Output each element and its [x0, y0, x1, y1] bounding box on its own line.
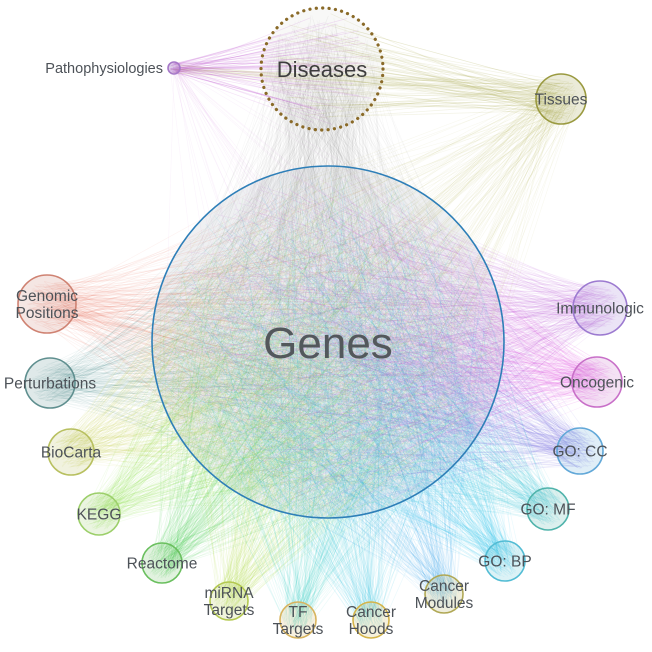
node-perturbations[interactable] [24, 357, 76, 409]
node-go_mf[interactable] [526, 487, 570, 531]
edge-bundle-go_cc-genes [169, 184, 598, 513]
label-go_bp: GO: BP [478, 554, 531, 571]
node-reactome[interactable] [141, 542, 183, 584]
label-pathophysiologies: Pathophysiologies [45, 61, 163, 77]
label-reactome: Reactome [127, 556, 198, 573]
edge-bundle-diseases-genes [158, 15, 497, 509]
label-kegg: KEGG [77, 507, 122, 524]
node-pathophysiologies[interactable] [167, 61, 181, 75]
node-kegg[interactable] [77, 492, 121, 536]
node-genomic_positions[interactable] [17, 274, 77, 334]
edges-layer [27, 13, 621, 634]
node-go_bp[interactable] [484, 540, 526, 582]
edge-bundle-tf_targets-genes [159, 188, 497, 634]
node-cancer_hoods[interactable] [352, 601, 390, 639]
node-biocarta[interactable] [47, 428, 95, 476]
label-tissues: Tissues [535, 92, 588, 109]
base-layer [152, 8, 504, 518]
diseases-label: Diseases [277, 57, 367, 82]
edge-bundle-biocarta-genes [54, 173, 492, 510]
node-tissues[interactable] [535, 73, 587, 125]
label-go_cc: GO: CC [552, 444, 607, 461]
nodes-layer [17, 61, 628, 639]
label-oncogenic: Oncogenic [560, 375, 634, 392]
node-cancer_modules[interactable] [424, 574, 464, 614]
node-genes[interactable] [151, 165, 505, 519]
edge-bundle-genomic_positions-genes [27, 183, 493, 512]
edge-bundle-cancer_modules-genes [163, 176, 490, 609]
node-immunologic[interactable] [572, 280, 628, 336]
edge-bundle-tissues-pathophysiologies [168, 64, 579, 114]
label-biocarta: BioCarta [41, 445, 102, 462]
edge-bundle-mirna_targets-genes [165, 177, 496, 617]
label-immunologic: Immunologic [556, 301, 644, 318]
node-oncogenic[interactable] [571, 356, 623, 408]
node-tf_targets[interactable] [279, 601, 317, 639]
genes-label: Genes [263, 319, 393, 368]
edge-bundle-pathophysiologies-diseases [169, 17, 378, 125]
label-perturbations: Perturbations [4, 376, 96, 393]
edge-bundle-go_mf-genes [172, 182, 564, 526]
diseases-fill [261, 8, 383, 130]
edge-bundle-oncogenic-genes [165, 175, 616, 503]
hubs-layer [151, 6, 505, 519]
edge-bundle-tissues-genes [162, 81, 579, 511]
genes-fill [152, 166, 504, 518]
node-go_cc[interactable] [556, 427, 604, 475]
edge-bundle-perturbations-genes [30, 176, 495, 512]
edge-bundle-tissues-diseases [273, 13, 580, 120]
edge-bundle-go_bp-genes [160, 178, 521, 578]
edge-bundle-cancer_hoods-genes [158, 171, 492, 634]
edge-bundle-kegg-genes [82, 176, 494, 530]
label-go_mf: GO: MF [520, 502, 575, 519]
edge-bundle-reactome-genes [148, 173, 495, 579]
node-diseases[interactable] [259, 6, 385, 132]
node-mirna_targets[interactable] [209, 581, 249, 621]
labels-layer: Genes Diseases PathophysiologiesTissuesGen… [4, 57, 644, 638]
